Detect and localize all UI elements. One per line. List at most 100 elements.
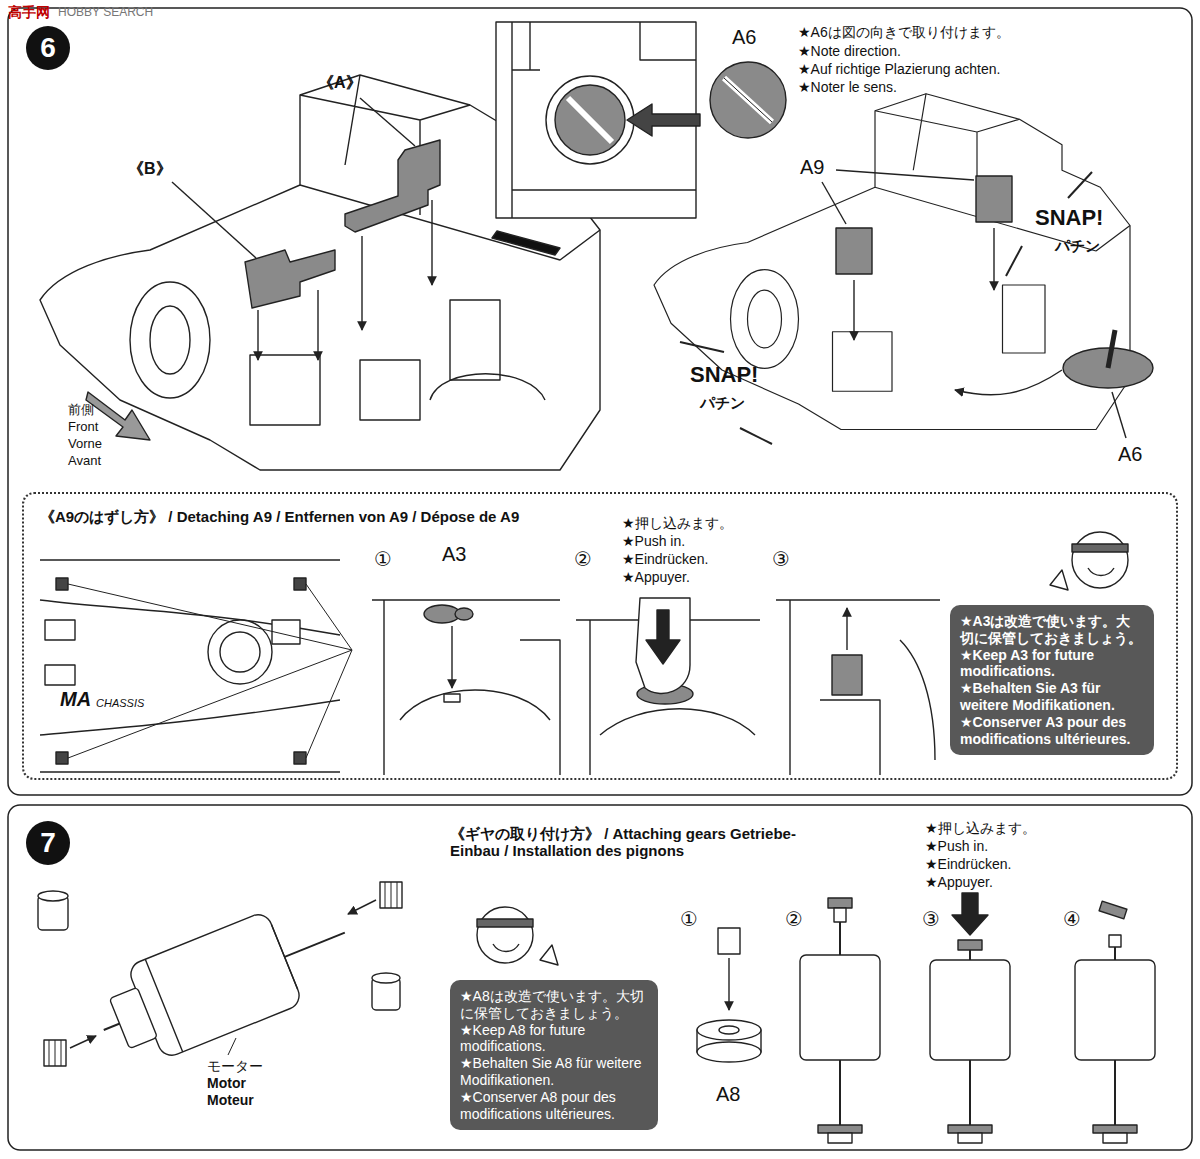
mascot-thumb [540,945,558,965]
gear-well [430,374,545,400]
part-label: 《ギヤの取り付け方》 / Attaching gears Getriebe-Ei… [450,825,840,860]
part-label: ② [574,548,592,571]
clip-mark [56,578,68,590]
part-label: ★Note direction. [798,43,901,59]
part-label: HOBBY SEARCH [58,6,153,20]
part-label: ★Noter le sens. [798,79,897,95]
chassis-slot [250,355,320,425]
part-a8 [697,1042,761,1062]
part-label: ★Push in. [925,838,988,854]
part-label: SNAP! [1035,205,1103,230]
part-a8 [1099,901,1127,919]
part-label: 《A》 [318,74,362,92]
a6-handle [724,78,772,122]
part-a8 [697,1020,761,1040]
part-a8 [38,891,68,901]
part-label: A6 [1118,443,1142,466]
pinion-gear [380,882,402,908]
arrow [451,626,452,688]
stand [1103,1133,1127,1143]
mascot-mouth [493,944,519,952]
chassis-slot [450,300,500,380]
arrow [257,310,258,360]
mascot-head [1072,532,1128,588]
wheel [130,282,210,398]
part-label: A6 [732,26,756,49]
a9-clip [836,228,872,274]
part-label: SNAP! [690,362,758,387]
note-text: ★A3は改造で使います。大切に保管しておきましょう。 [960,613,1144,647]
part-label: ★Appuyer. [925,874,993,890]
stand [948,1125,992,1133]
direction-arrow [627,104,700,136]
mascot-head [477,907,533,963]
note-text: ★Conserver A3 pour des modifications ult… [960,714,1144,748]
pinion-gear [834,908,846,922]
a6-disc [555,85,625,155]
note-text: ★Keep A3 for future modifications. [960,647,1144,681]
mascot-thumb [1050,570,1068,590]
step-number-text: 7 [40,827,56,859]
pinion-gear [44,1040,66,1066]
part-label: Vorne [68,437,102,452]
part-a8 [372,973,400,983]
pinion-teeth [49,1040,61,1066]
illustration-group [38,22,1155,1143]
part-label: Front [68,420,98,435]
step-number: 7 [26,821,70,865]
leader-line [228,1038,236,1055]
leader-line [68,584,352,758]
clip-mark [294,578,306,590]
a6-socket [546,76,634,164]
pinion-gear [718,928,740,954]
motor-line [145,911,303,1052]
motor-shaft [839,1060,841,1125]
leader-line [1112,392,1126,438]
arrow [993,228,994,290]
chassis-line [40,560,340,772]
part-label: ★押し込みます。 [925,820,1036,836]
part-label: ① [374,548,392,571]
arrow [70,1036,96,1048]
arrow [431,200,432,285]
arrow [348,900,376,914]
chassis-group [654,94,1130,430]
snap-stroke [1068,172,1092,198]
arrow [361,236,362,330]
stand [818,1125,862,1133]
a9-clip [832,655,862,695]
note-text: ★Behalten Sie A8 für weitere Modifikatio… [460,1055,648,1089]
clip-mark [56,752,68,764]
part-label: A9 [800,156,824,179]
mascot-mouth [1088,568,1114,576]
step-panel [8,8,1192,795]
a9-clip [976,176,1012,222]
leader-line [822,182,846,224]
part-a [345,140,440,232]
part-label: ② [785,908,803,931]
note-text: ★Conserver A8 pour des modifications ult… [460,1089,648,1123]
slot [444,694,460,702]
arrow [728,958,729,1010]
leader-line [836,170,974,180]
part-label: ④ [1063,908,1081,931]
finger [636,598,690,693]
arrow [955,370,1062,395]
arrow [317,290,318,360]
note-text: ★A8は改造で使います。大切に保管しておきましょう。 [460,988,648,1022]
part-a8 [958,940,982,950]
chassis-line [875,94,1130,251]
a6-handle [568,98,612,142]
detail-panel: 《A9のはずし方》 / Detaching A9 / Entfernen von… [22,492,1178,780]
part-label: A3 [442,543,466,566]
a6-handle [724,78,772,122]
note-box: ★A3は改造で使います。大切に保管しておきましょう。★Keep A3 for f… [950,605,1154,755]
snap-stroke [740,428,772,444]
pinion-gear [1109,935,1121,947]
chassis-body [654,94,1130,430]
note-text: ★Behalten Sie A3 für weitere Modifikatio… [960,680,1144,714]
part-label: MA [60,688,91,711]
step-panel [8,805,1192,1150]
chassis-slot [45,620,75,640]
stand [958,1133,982,1143]
